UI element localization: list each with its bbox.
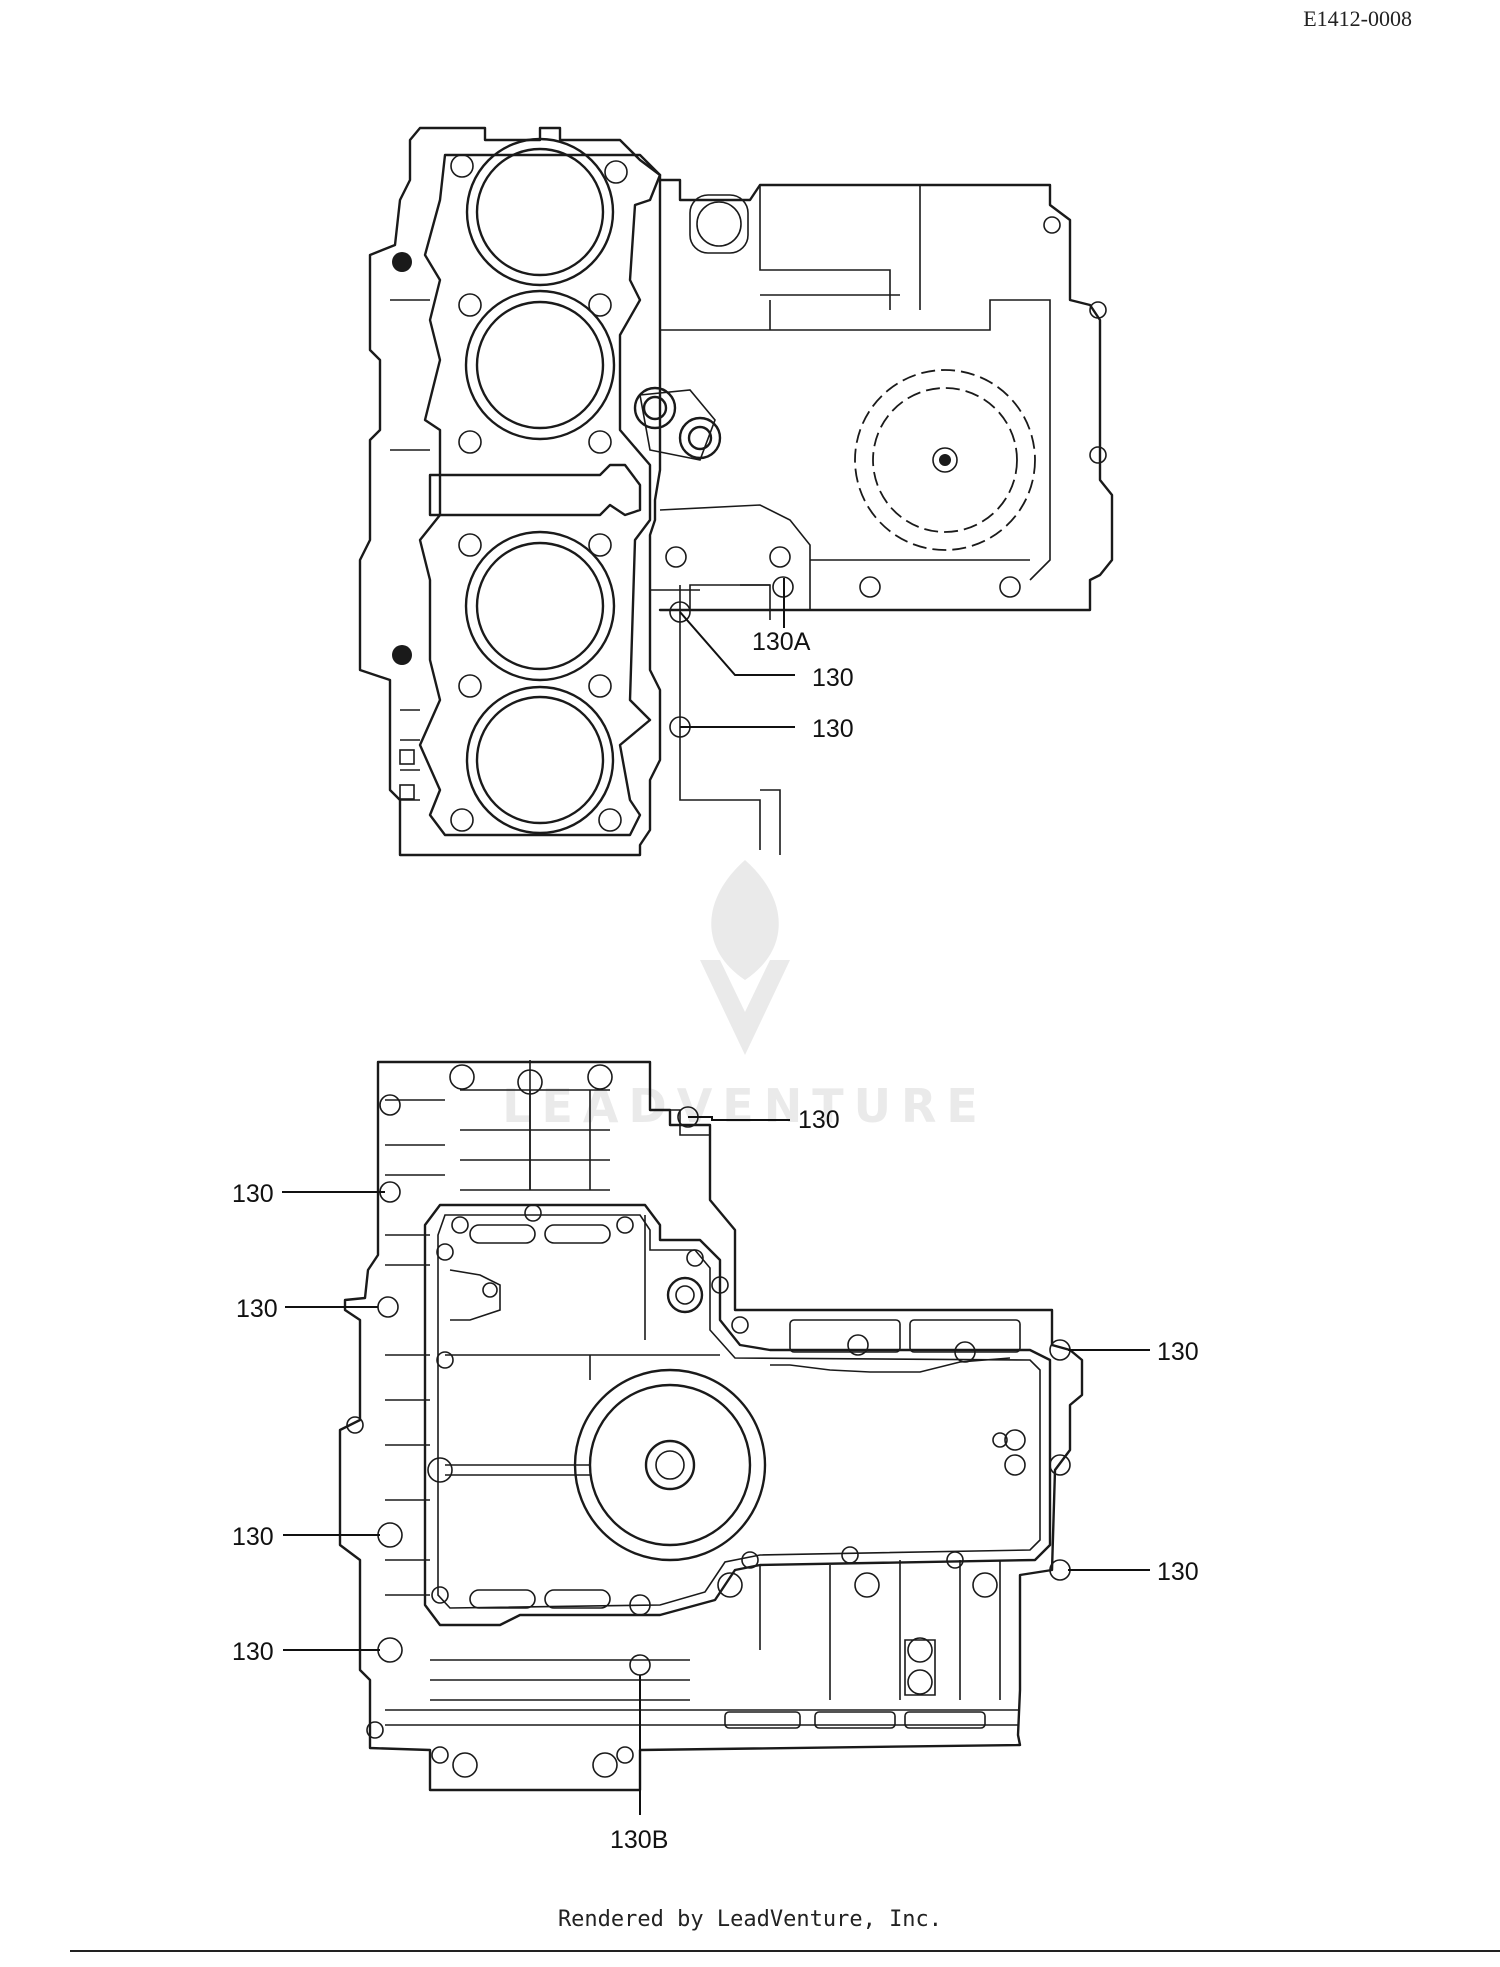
callout-130-lower-left-4: 130 bbox=[232, 1638, 274, 1666]
leader-130-upper-1 bbox=[679, 611, 795, 676]
callout-130A: 130A bbox=[752, 628, 811, 656]
watermark-text: LEADVENTURE bbox=[502, 1079, 988, 1133]
callout-130B: 130B bbox=[610, 1826, 668, 1854]
callout-130-lower-right-1: 130 bbox=[1157, 1338, 1199, 1366]
callout-130-lower-right-2: 130 bbox=[1157, 1558, 1199, 1586]
callout-130-upper-1: 130 bbox=[812, 664, 854, 692]
render-credit: Rendered by LeadVenture, Inc. bbox=[557, 1907, 943, 1932]
callout-130-upper-2: 130 bbox=[812, 715, 854, 743]
leadventure-watermark: LEADVENTURE bbox=[502, 860, 988, 1133]
callout-130-lower-left-1: 130 bbox=[232, 1180, 274, 1208]
upper-crankcase bbox=[358, 126, 1114, 857]
callout-130-lower-left-2: 130 bbox=[236, 1295, 278, 1323]
callout-130-lower-top: 130 bbox=[798, 1106, 840, 1134]
lower-crankcase bbox=[338, 1060, 1084, 1792]
callout-130-lower-left-3: 130 bbox=[232, 1523, 274, 1551]
footer-rule bbox=[70, 1950, 1500, 1952]
document-id: E1412-0008 bbox=[1303, 6, 1412, 31]
leader-130-lower-top bbox=[688, 1116, 790, 1121]
